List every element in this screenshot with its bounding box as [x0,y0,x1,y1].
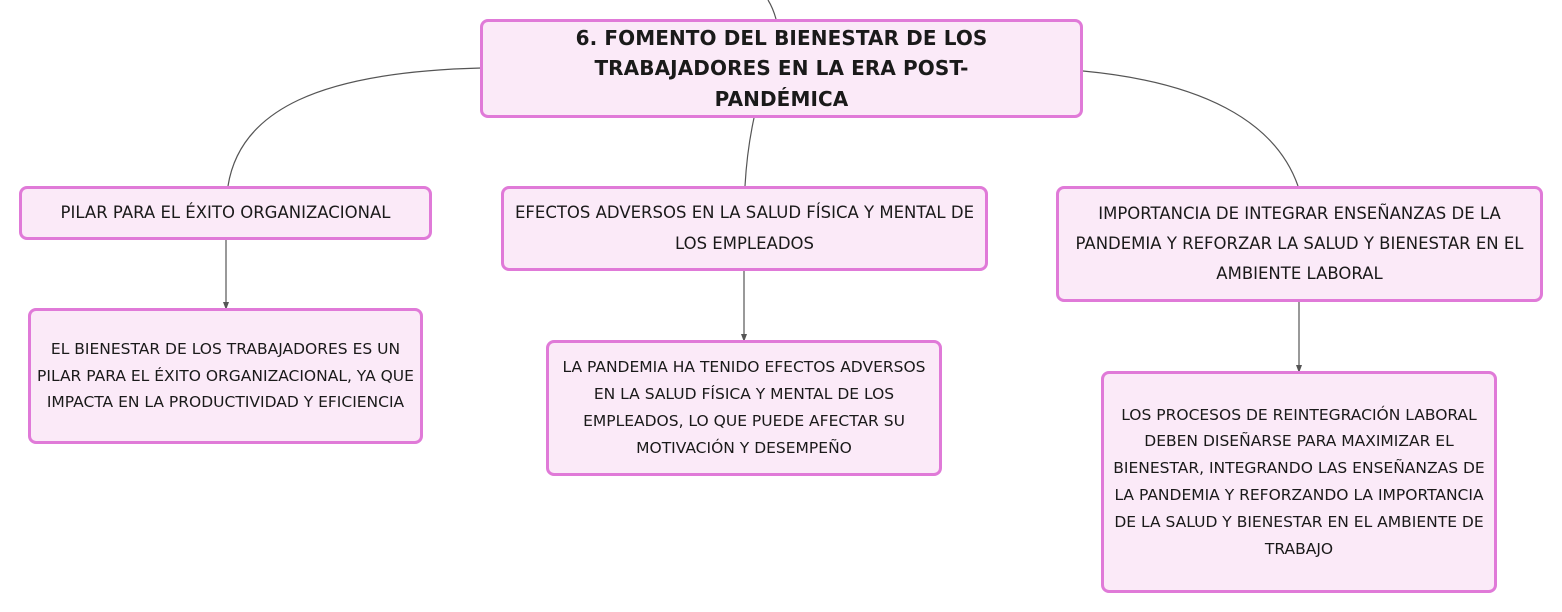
branch-1-topic-label: PILAR PARA EL ÉXITO ORGANIZACIONAL [60,202,391,222]
branch-3-detail-node[interactable]: LOS PROCESOS DE REINTEGRACIÓN LABORAL DE… [1101,371,1497,593]
branch-2-detail-label: LA PANDEMIA HA TENIDO EFECTOS ADVERSOS E… [562,358,926,457]
connector-central-to-branch-3 [1082,70,1299,187]
connector-central-to-branch-1 [227,67,482,187]
connector-to-parent [767,0,777,20]
branch-3-topic-label: IMPORTANCIA DE INTEGRAR ENSEÑANZAS DE LA… [1075,203,1524,283]
branch-1-detail-label: EL BIENESTAR DE LOS TRABAJADORES ES UN P… [37,339,414,412]
branch-2-detail-node[interactable]: LA PANDEMIA HA TENIDO EFECTOS ADVERSOS E… [546,340,942,476]
branch-3-topic-node[interactable]: IMPORTANCIA DE INTEGRAR ENSEÑANZAS DE LA… [1056,186,1543,302]
branch-1-topic-node[interactable]: PILAR PARA EL ÉXITO ORGANIZACIONAL [19,186,432,240]
central-topic-node[interactable]: 6. FOMENTO DEL BIENESTAR DE LOS TRABAJAD… [480,19,1083,118]
branch-2-topic-label: EFECTOS ADVERSOS EN LA SALUD FÍSICA Y ME… [514,203,975,253]
branch-2-topic-node[interactable]: EFECTOS ADVERSOS EN LA SALUD FÍSICA Y ME… [501,186,988,271]
branch-1-detail-node[interactable]: EL BIENESTAR DE LOS TRABAJADORES ES UN P… [28,308,423,444]
central-topic-label: 6. FOMENTO DEL BIENESTAR DE LOS TRABAJAD… [575,25,988,111]
branch-3-detail-label: LOS PROCESOS DE REINTEGRACIÓN LABORAL DE… [1113,405,1485,558]
connector-central-to-branch-2 [744,117,755,187]
